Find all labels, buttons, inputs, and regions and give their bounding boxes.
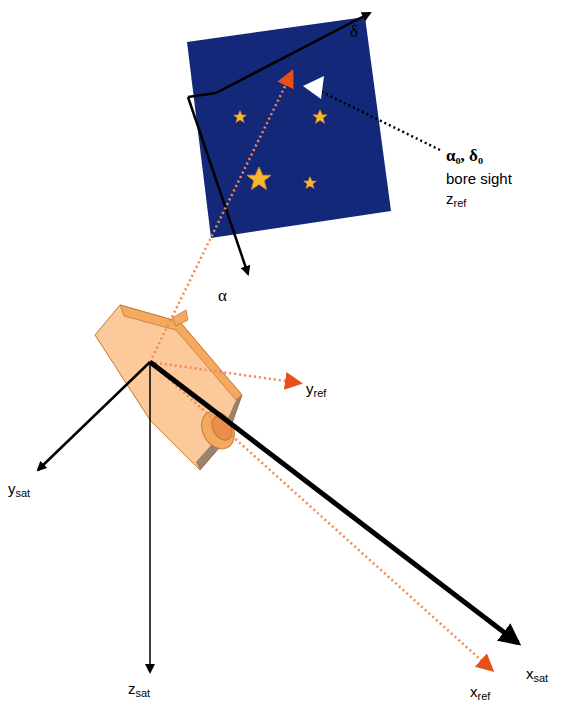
- axis-label: xsat: [526, 665, 548, 685]
- satellite-axes: [38, 362, 518, 672]
- note-label: bore sight: [446, 170, 512, 187]
- axis-label: yref: [306, 380, 326, 400]
- axis-label: xref: [470, 683, 490, 703]
- axis-label: zsat: [128, 680, 150, 700]
- boresight-arrow: [303, 76, 324, 99]
- axis-label: zref: [446, 190, 466, 210]
- axis-label: δ: [350, 22, 358, 42]
- camera: [95, 305, 242, 470]
- coordinate-label: α₀, δ₀: [446, 146, 483, 166]
- axis-label: ysat: [8, 480, 30, 500]
- axis-label: α: [218, 286, 227, 306]
- stars: [234, 110, 328, 190]
- boresight-leader: [322, 92, 440, 150]
- reference-axes: [150, 72, 492, 670]
- sky-frame: [188, 13, 370, 274]
- sky-patch: [187, 17, 391, 238]
